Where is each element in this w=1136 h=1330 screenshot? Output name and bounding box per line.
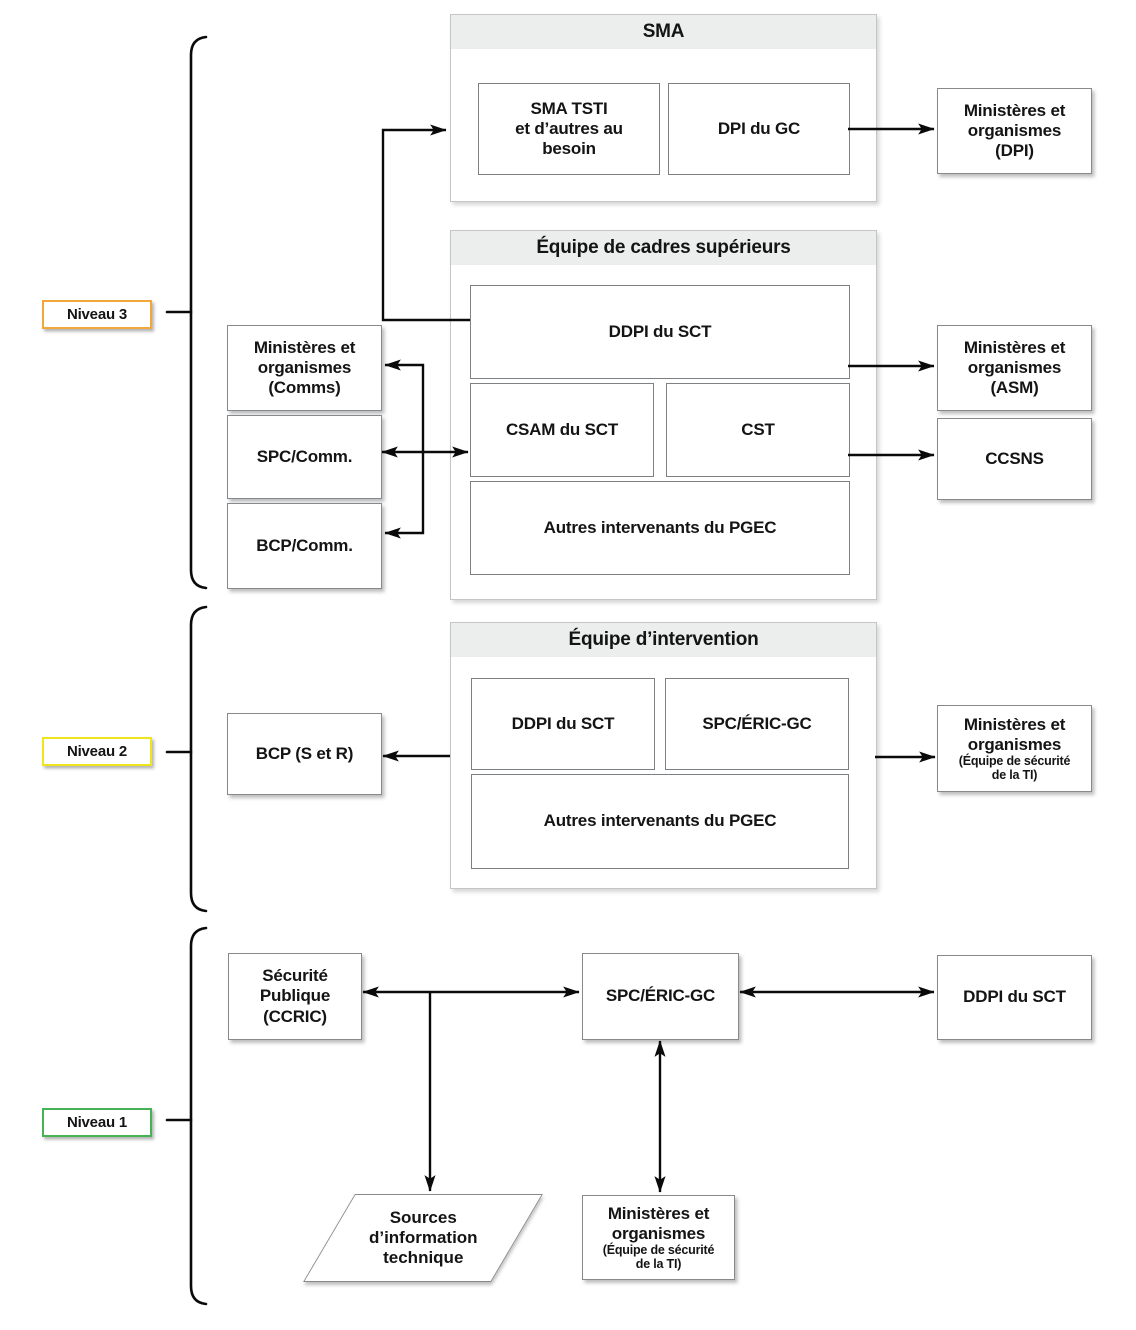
node-bcp-s-et-r: BCP (S et R)	[227, 713, 382, 795]
node-spc-comm: SPC/Comm.	[227, 415, 382, 499]
node-min-ti-l2: Ministères et organismes (Équipe de sécu…	[937, 705, 1092, 792]
node-min-comms-text: Ministères et organismes (Comms)	[253, 337, 356, 398]
node-min-ti-l2-subtext: (Équipe de sécurité de la TI)	[958, 754, 1071, 782]
node-min-ti-l1-text: Ministères et organismes	[607, 1203, 710, 1243]
node-securite-publique-text: Sécurité Publique (CCRIC)	[259, 966, 331, 1026]
node-autres-pgec-l3: Autres intervenants du PGEC	[470, 481, 850, 575]
sma-group-header: SMA	[451, 15, 876, 49]
intervention-group-title: Équipe d’intervention	[568, 629, 759, 650]
node-dpi-du-gc: DPI du GC	[668, 83, 850, 175]
node-sources-information-text: Sources d’information technique	[368, 1207, 478, 1268]
level3-label: Niveau 3	[42, 300, 152, 329]
sma-group-title: SMA	[642, 21, 685, 42]
cadres-group-header: Équipe de cadres supérieurs	[451, 231, 876, 265]
node-spc-eric-l1-text: SPC/ÉRIC-GC	[605, 986, 716, 1006]
node-spc-comm-text: SPC/Comm.	[256, 446, 353, 466]
node-bcp-comm: BCP/Comm.	[227, 503, 382, 589]
node-cst: CST	[666, 383, 850, 477]
node-ccsns-text: CCSNS	[985, 448, 1044, 468]
node-autres-pgec-l2-text: Autres intervenants du PGEC	[543, 811, 777, 831]
node-ddpi-sct-l3-text: DDPI du SCT	[608, 321, 712, 341]
node-dpi-du-gc-text: DPI du GC	[717, 118, 801, 138]
node-min-ti-l1-subtext: (Équipe de sécurité de la TI)	[602, 1243, 715, 1271]
node-ddpi-sct-l1-text: DDPI du SCT	[963, 987, 1066, 1007]
node-csam-sct-text: CSAM du SCT	[505, 419, 619, 439]
node-ddpi-sct-l2-text: DDPI du SCT	[511, 713, 615, 733]
node-min-dpi: Ministères et organismes (DPI)	[937, 88, 1092, 174]
node-min-asm: Ministères et organismes (ASM)	[937, 325, 1092, 411]
node-bcp-s-et-r-text: BCP (S et R)	[255, 743, 354, 763]
node-min-ti-l1: Ministères et organismes (Équipe de sécu…	[582, 1195, 735, 1280]
node-sources-information: Sources d’information technique	[303, 1194, 543, 1282]
node-ddpi-sct-l1: DDPI du SCT	[937, 955, 1092, 1040]
node-sma-tsti: SMA TSTI et d’autres au besoin	[478, 83, 660, 175]
arrow-to-comms-and-bcpcomm	[384, 359, 425, 539]
node-min-comms: Ministères et organismes (Comms)	[227, 325, 382, 411]
node-securite-publique: Sécurité Publique (CCRIC)	[228, 953, 362, 1040]
level1-label-text: Niveau 1	[66, 1114, 128, 1131]
node-ccsns: CCSNS	[937, 418, 1092, 500]
node-spc-eric-l2-text: SPC/ÉRIC-GC	[702, 713, 812, 733]
node-bcp-comm-text: BCP/Comm.	[256, 535, 353, 555]
node-min-dpi-text: Ministères et organismes (DPI)	[963, 100, 1066, 161]
node-min-ti-l2-text: Ministères et organismes	[963, 714, 1066, 754]
level1-label: Niveau 1	[42, 1108, 152, 1137]
cadres-group-title: Équipe de cadres supérieurs	[536, 237, 791, 258]
node-autres-pgec-l3-text: Autres intervenants du PGEC	[543, 517, 777, 537]
node-spc-eric-l2: SPC/ÉRIC-GC	[665, 678, 849, 770]
level2-label: Niveau 2	[42, 737, 152, 766]
level2-bracket	[165, 605, 208, 913]
level3-label-text: Niveau 3	[66, 306, 128, 323]
node-ddpi-sct-l2: DDPI du SCT	[471, 678, 655, 770]
level2-label-text: Niveau 2	[66, 743, 128, 760]
level1-bracket	[165, 926, 208, 1306]
intervention-group-header: Équipe d’intervention	[451, 623, 876, 657]
node-ddpi-sct-l3: DDPI du SCT	[470, 285, 850, 379]
node-spc-eric-l1: SPC/ÉRIC-GC	[582, 953, 739, 1040]
node-min-asm-text: Ministères et organismes (ASM)	[963, 337, 1066, 398]
level3-bracket	[165, 35, 208, 590]
node-sma-tsti-text: SMA TSTI et d’autres au besoin	[515, 98, 623, 159]
node-cst-text: CST	[741, 419, 775, 439]
node-csam-sct: CSAM du SCT	[470, 383, 654, 477]
node-autres-pgec-l2: Autres intervenants du PGEC	[471, 774, 849, 869]
